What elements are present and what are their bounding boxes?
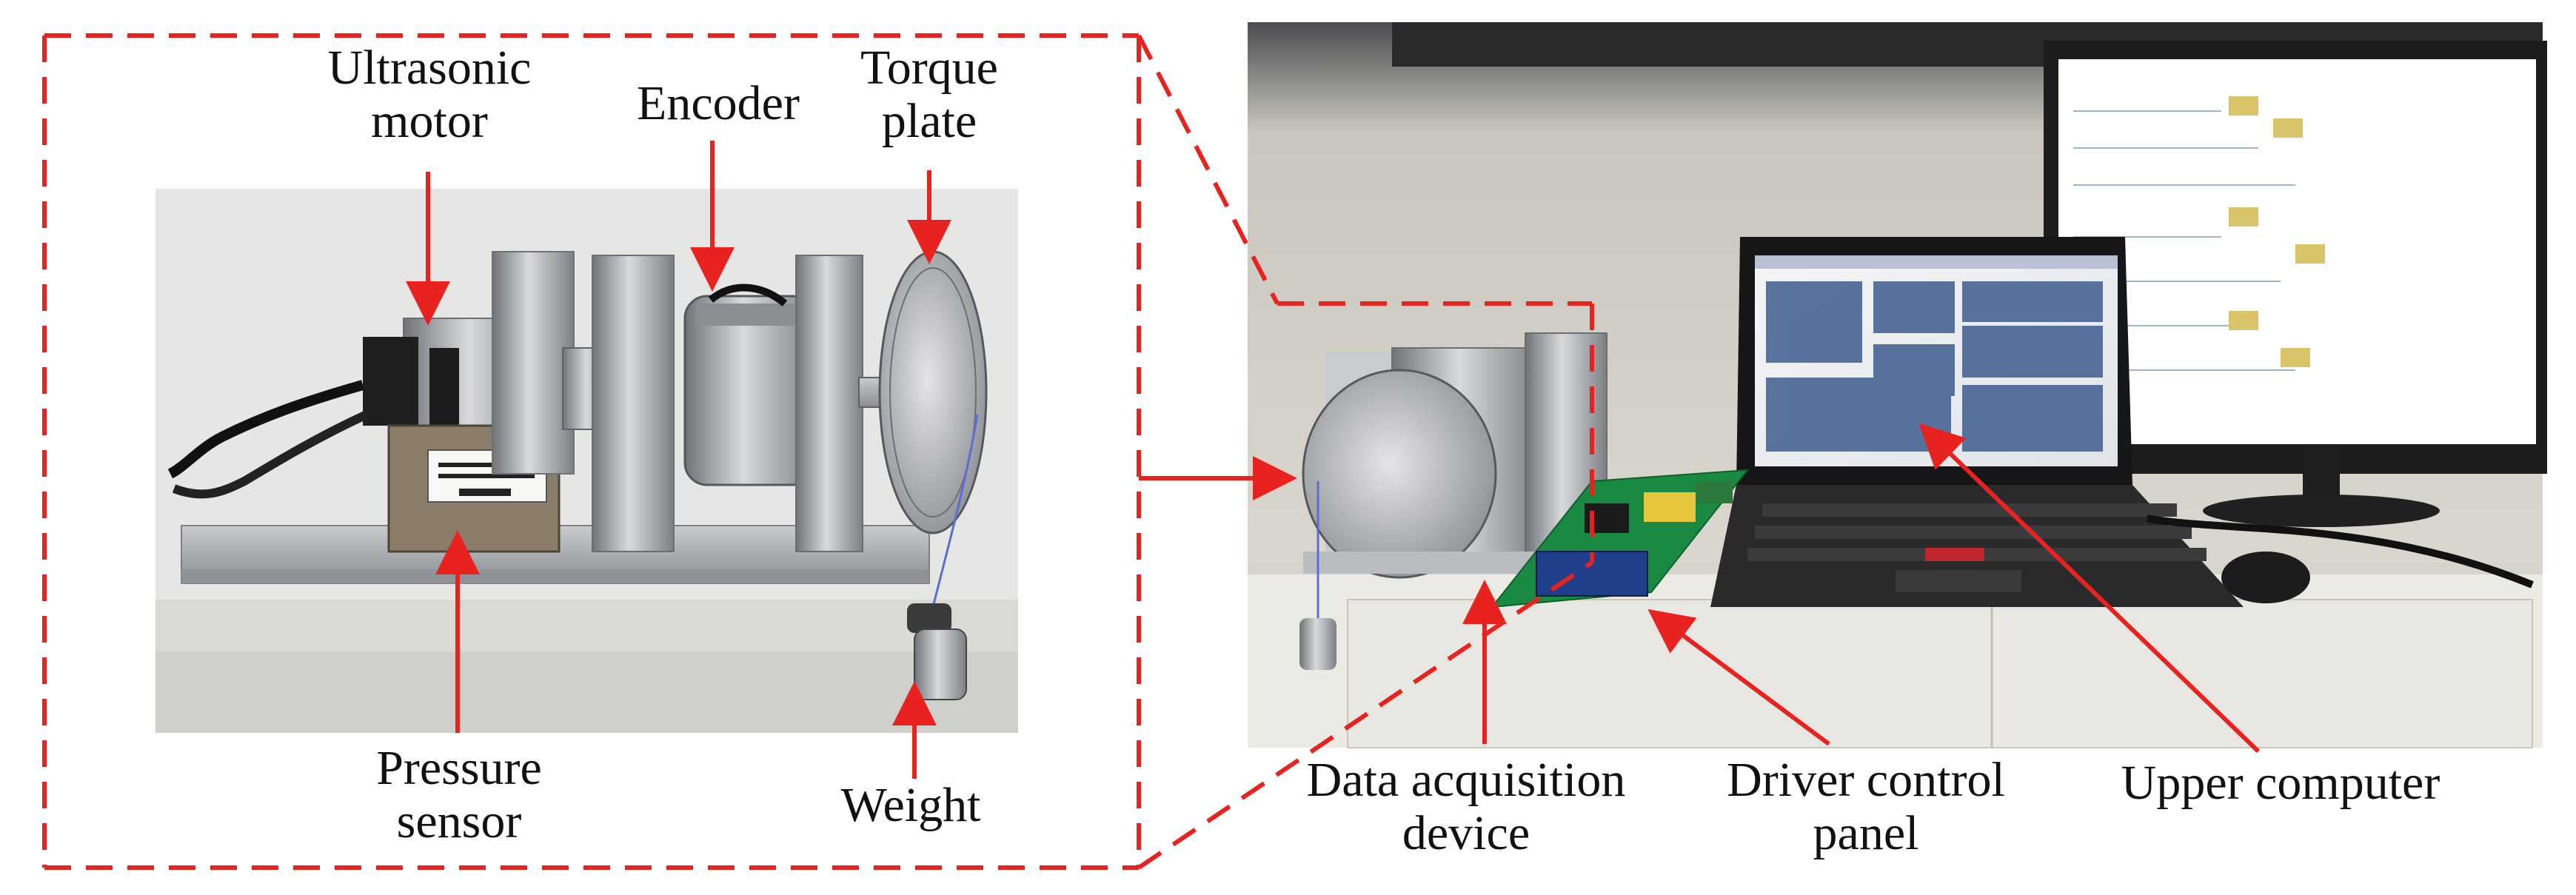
- arrow-driver-control: [1647, 609, 1830, 746]
- label-ultrasonic-motor: Ultrasonic motor: [281, 41, 578, 148]
- label-pressure-sensor: Pressure sensor: [311, 742, 607, 848]
- label-driver-control-panel-line1: Driver control: [1727, 753, 2005, 807]
- label-torque-plate-line1: Torque: [860, 41, 998, 95]
- label-data-acquisition-device-line1: Data acquisition: [1306, 753, 1626, 807]
- label-data-acquisition-device-line2: device: [1402, 806, 1530, 860]
- label-driver-control-panel: Driver control panel: [1681, 754, 2051, 860]
- left-photo: [155, 189, 1018, 733]
- zoom-frame: [42, 33, 1594, 870]
- label-pressure-sensor-line2: sensor: [396, 794, 522, 848]
- label-upper-computer-line1: Upper computer: [2121, 756, 2440, 810]
- label-ultrasonic-motor-line1: Ultrasonic: [327, 41, 532, 95]
- label-weight: Weight: [800, 779, 1022, 832]
- label-torque-plate-line2: plate: [881, 94, 977, 148]
- annotation-arrows: [406, 141, 2261, 779]
- label-weight-line1: Weight: [840, 778, 981, 832]
- arrow-upper-computer: [1918, 423, 2261, 754]
- label-encoder: Encoder: [578, 77, 859, 130]
- label-torque-plate: Torque plate: [814, 41, 1044, 148]
- label-upper-computer: Upper computer: [2073, 757, 2488, 810]
- label-data-acquisition-device: Data acquisition device: [1259, 754, 1673, 860]
- label-driver-control-panel-line2: panel: [1813, 806, 1919, 860]
- label-encoder-line1: Encoder: [637, 76, 800, 130]
- label-ultrasonic-motor-line2: motor: [371, 94, 488, 148]
- label-pressure-sensor-line1: Pressure: [376, 741, 542, 795]
- right-photo: [1248, 22, 2547, 748]
